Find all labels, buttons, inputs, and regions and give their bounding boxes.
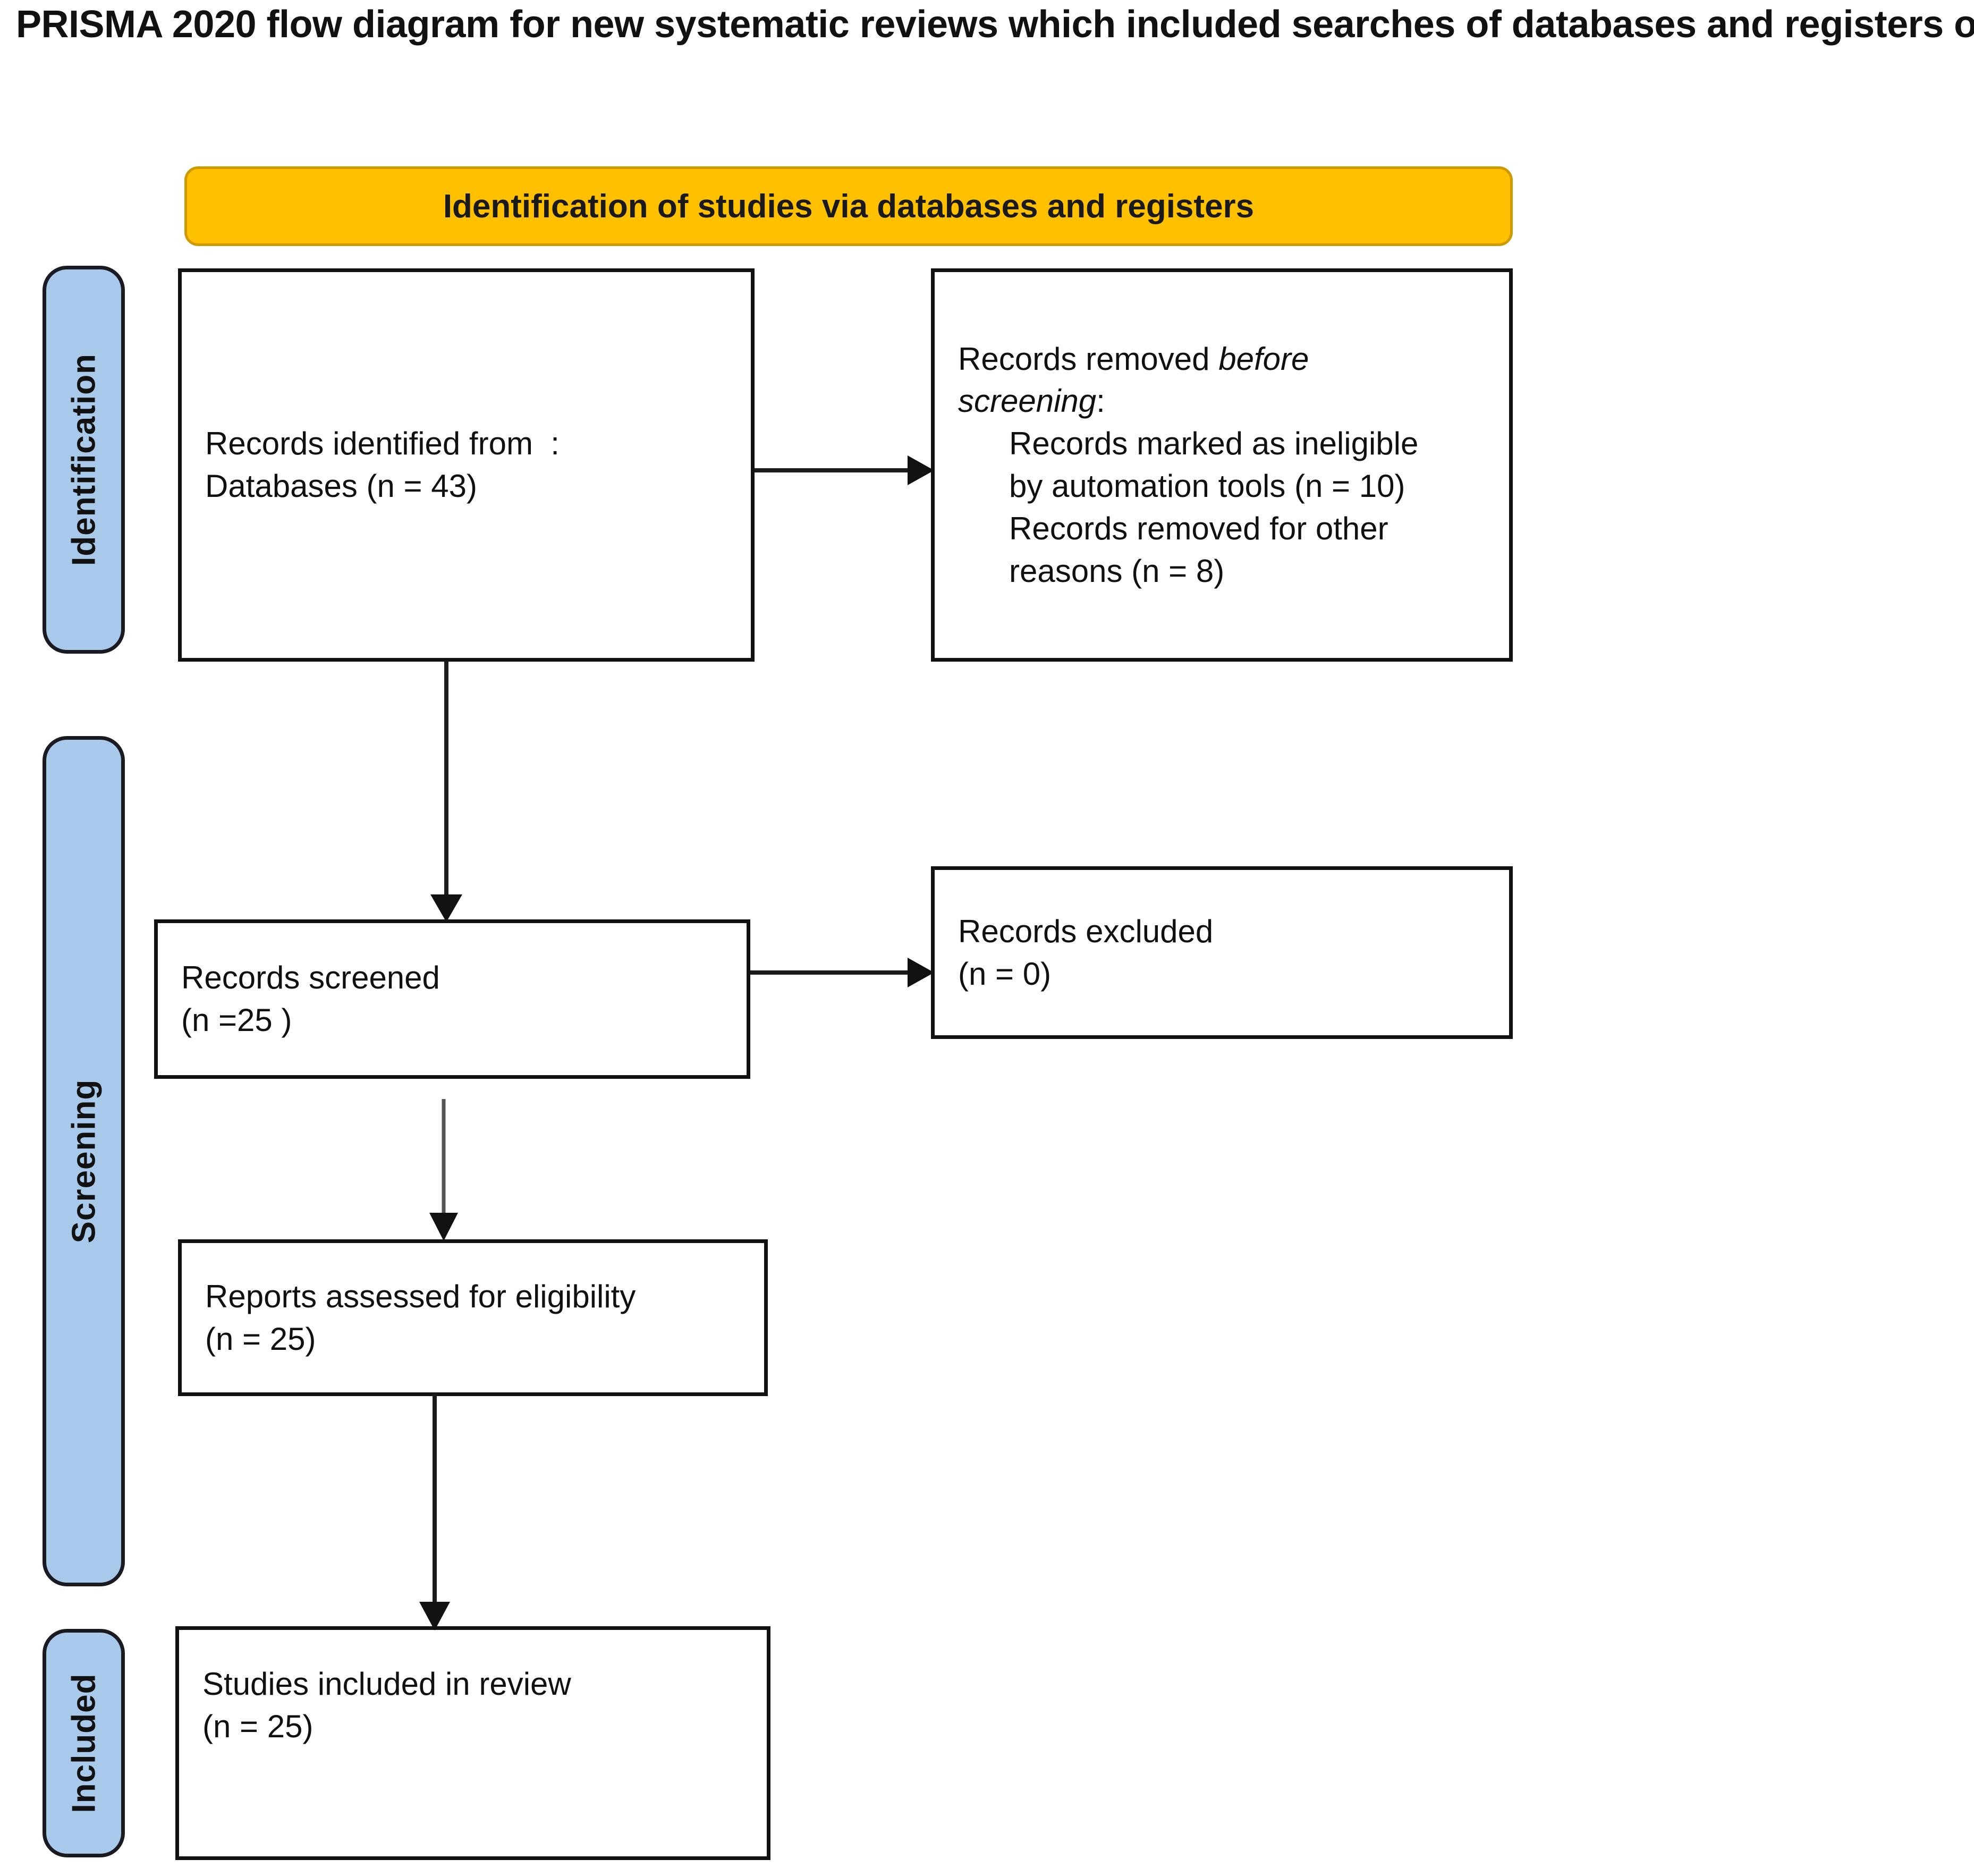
arrow-down-icon [430,661,462,922]
phase-tab-identification-label: Identification [65,353,102,566]
box-records-identified-line-2: Databases (n = 43) [205,468,477,504]
phase-tab-included-label: Included [65,1673,102,1813]
connector-screened-to-reports-assessed [422,1079,465,1244]
stage-header-label: Identification of studies via databases … [443,188,1255,225]
box-records-removed-line-2: screening: [958,380,1486,422]
box-records-screened-line-1: Records screened [181,960,440,996]
connector-screened-to-excluded [750,951,935,994]
records-removed-prefix: Records removed [958,341,1219,377]
box-reports-assessed-line-2: (n = 25) [205,1321,316,1357]
box-records-screened: Records screened (n =25 ) [154,919,750,1079]
connector-identified-to-removed [755,449,935,492]
box-records-removed-line-1: Records removed before [958,338,1486,381]
arrow-down-icon [429,1099,458,1241]
arrow-right-icon [750,958,934,987]
box-records-identified: Records identified from : Databases (n =… [178,268,755,662]
phase-tab-screening-label: Screening [65,1079,102,1244]
arrow-down-icon [419,1393,450,1630]
stage-header-identification: Identification of studies via databases … [184,166,1513,246]
connector-reports-assessed-to-studies-included [413,1393,456,1632]
box-studies-included-line-2: (n = 25) [202,1708,314,1744]
page-title: PRISMA 2020 flow diagram for new systema… [16,3,1974,46]
box-reports-assessed-for-eligibility: Reports assessed for eligibility (n = 25… [178,1239,768,1396]
box-records-excluded-line-2: (n = 0) [958,956,1052,992]
box-records-excluded: Records excluded (n = 0) [931,866,1513,1039]
box-records-excluded-line-1: Records excluded [958,913,1214,949]
records-removed-colon: : [1096,383,1105,419]
box-studies-included-in-review: Studies included in review (n = 25) [175,1626,770,1860]
phase-tab-included: Included [43,1629,125,1857]
records-removed-italic-before: before [1218,341,1309,377]
connector-identified-to-screened [425,661,468,924]
arrow-right-icon [755,455,934,485]
phase-tab-screening: Screening [43,736,125,1586]
box-records-removed-before-screening: Records removed before screening: Record… [931,268,1513,662]
box-reports-assessed-line-1: Reports assessed for eligibility [205,1278,636,1314]
box-records-removed-line-4: by automation tools (n = 10) [1009,468,1405,504]
phase-tab-identification: Identification [43,266,125,654]
box-records-screened-line-2: (n =25 ) [181,1002,292,1038]
box-records-removed-line-5: Records removed for other [1009,510,1388,546]
box-records-removed-line-6: reasons (n = 8) [1009,553,1225,589]
records-removed-italic-screening: screening [958,383,1097,419]
box-studies-included-line-1: Studies included in review [202,1666,571,1702]
box-records-identified-line-1: Records identified from : [205,426,560,462]
box-records-removed-line-3: Records marked as ineligible [1009,426,1419,462]
